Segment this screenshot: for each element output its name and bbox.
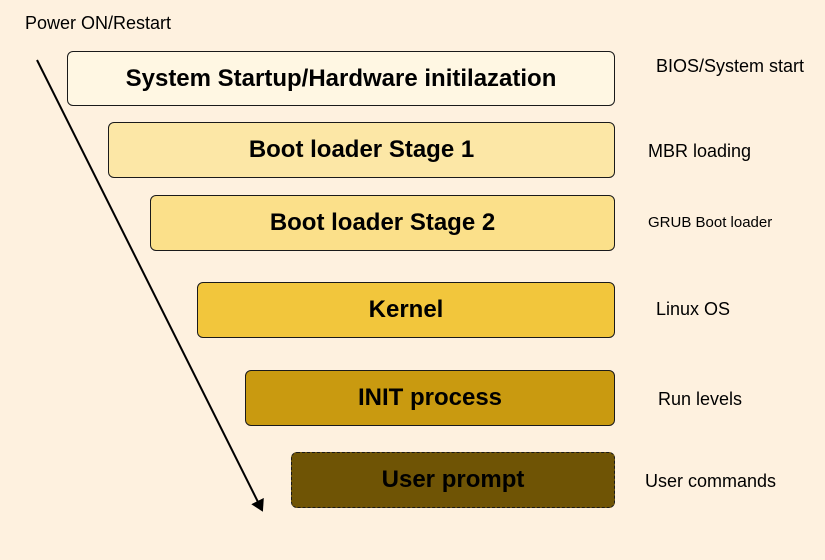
stage-box-boot-loader-2: Boot loader Stage 2 [150, 195, 615, 251]
start-label: Power ON/Restart [25, 13, 172, 33]
stage-box-user-prompt: User prompt [291, 452, 615, 508]
side-label-user-commands: User commands [645, 471, 777, 491]
side-label-bios: BIOS/System start [656, 56, 805, 76]
side-label-grub: GRUB Boot loader [648, 214, 773, 231]
stage-box-init: INIT process [245, 370, 615, 426]
side-label-linux: Linux OS [656, 299, 731, 319]
stage-label-init: INIT process [357, 384, 503, 411]
stage-label-kernel: Kernel [368, 296, 444, 323]
side-label-mbr: MBR loading [648, 141, 752, 161]
down-right-arrow-icon [36, 59, 264, 512]
stage-box-hardware-init: System Startup/Hardware initilazation [67, 51, 615, 106]
stage-box-boot-loader-1: Boot loader Stage 1 [108, 122, 615, 178]
stage-label-boot-loader-1: Boot loader Stage 1 [248, 136, 475, 163]
side-label-runlevels: Run levels [658, 389, 743, 409]
stage-label-boot-loader-2: Boot loader Stage 2 [269, 209, 496, 236]
stage-label-user-prompt: User prompt [381, 466, 525, 493]
stage-label-hardware-init: System Startup/Hardware initilazation [125, 64, 557, 92]
stage-box-kernel: Kernel [197, 282, 615, 338]
